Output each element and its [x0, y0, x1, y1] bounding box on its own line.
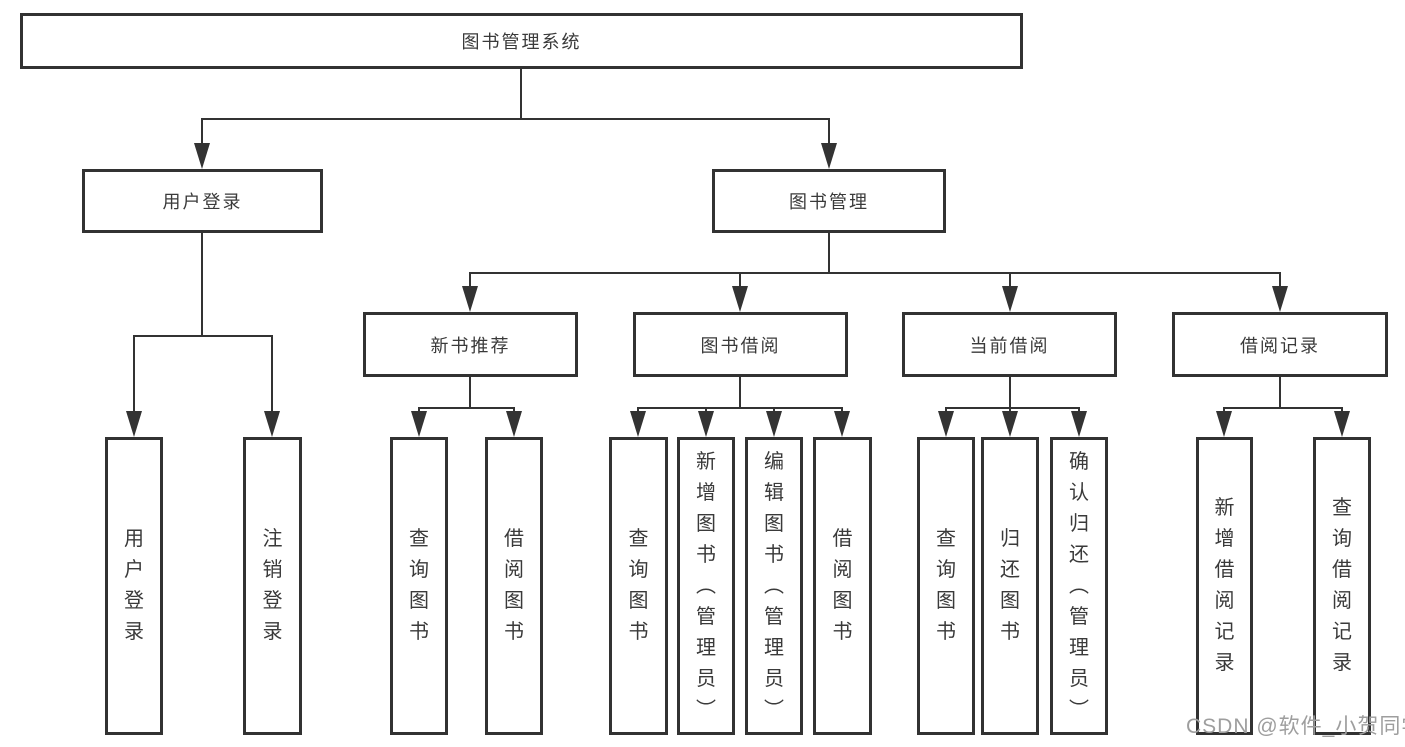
node-user-login: 用户登录 [82, 169, 323, 233]
leaf-search-books-borrowing: 查 询 图 书 [609, 437, 668, 735]
arrowhead-down-icon [834, 411, 850, 437]
connector-vline [1009, 272, 1011, 288]
arrowhead-down-icon [1002, 411, 1018, 437]
leaf-search-borrow-record: 查 询 借 阅 记 录 [1313, 437, 1371, 735]
leaf-user-login: 用 户 登 录 [105, 437, 163, 735]
arrowhead-down-icon [766, 411, 782, 437]
leaf-add-borrow-record: 新 增 借 阅 记 录 [1196, 437, 1253, 735]
arrowhead-down-icon [1002, 286, 1018, 312]
arrowhead-down-icon [1334, 411, 1350, 437]
watermark: CSDN @软件_小贺同学 [1186, 715, 1405, 738]
leaf-edit-books-admin: 编 辑 图 书 ︵ 管 理 员 ︶ [745, 437, 803, 735]
connector-hline [1224, 407, 1343, 409]
arrowhead-down-icon [938, 411, 954, 437]
arrowhead-down-icon [264, 411, 280, 437]
connector-vline [739, 272, 741, 288]
connector-hline [133, 335, 273, 337]
connector-hline [419, 407, 515, 409]
arrowhead-down-icon [411, 411, 427, 437]
connector-hline [201, 118, 830, 120]
connector-vline [271, 335, 273, 413]
leaf-borrow-books: 借 阅 图 书 [813, 437, 872, 735]
connector-hline [469, 272, 1280, 274]
connector-hline [638, 407, 843, 409]
connector-hline [946, 407, 1080, 409]
connector-vline [520, 69, 522, 118]
arrowhead-down-icon [1071, 411, 1087, 437]
leaf-add-books-admin: 新 增 图 书 ︵ 管 理 员 ︶ [677, 437, 735, 735]
arrowhead-down-icon [732, 286, 748, 312]
node-book-management: 图书管理 [712, 169, 946, 233]
arrowhead-down-icon [1272, 286, 1288, 312]
arrowhead-down-icon [462, 286, 478, 312]
leaf-return-books: 归 还 图 书 [981, 437, 1039, 735]
arrowhead-down-icon [194, 143, 210, 169]
connector-vline [469, 272, 471, 288]
node-new-book-recommendation: 新书推荐 [363, 312, 578, 377]
node-current-borrowing: 当前借阅 [902, 312, 1117, 377]
leaf-confirm-return-admin: 确 认 归 还 ︵ 管 理 员 ︶ [1050, 437, 1108, 735]
leaf-search-books-current: 查 询 图 书 [917, 437, 975, 735]
arrowhead-down-icon [126, 411, 142, 437]
arrowhead-down-icon [821, 143, 837, 169]
connector-vline [828, 233, 830, 274]
connector-vline [739, 377, 741, 409]
connector-vline [201, 118, 203, 146]
leaf-borrow-books-recommend: 借 阅 图 书 [485, 437, 543, 735]
connector-vline [469, 377, 471, 409]
connector-vline [1279, 272, 1281, 288]
connector-vline [133, 335, 135, 413]
node-borrowing-records: 借阅记录 [1172, 312, 1388, 377]
connector-vline [201, 233, 203, 335]
node-book-borrowing: 图书借阅 [633, 312, 848, 377]
leaf-search-books-recommend: 查 询 图 书 [390, 437, 448, 735]
arrowhead-down-icon [506, 411, 522, 437]
arrowhead-down-icon [698, 411, 714, 437]
connector-vline [1279, 377, 1281, 409]
connector-vline [828, 118, 830, 146]
arrowhead-down-icon [630, 411, 646, 437]
node-library-management-system: 图书管理系统 [20, 13, 1023, 69]
connector-vline [1009, 377, 1011, 409]
leaf-logout: 注 销 登 录 [243, 437, 302, 735]
arrowhead-down-icon [1216, 411, 1232, 437]
